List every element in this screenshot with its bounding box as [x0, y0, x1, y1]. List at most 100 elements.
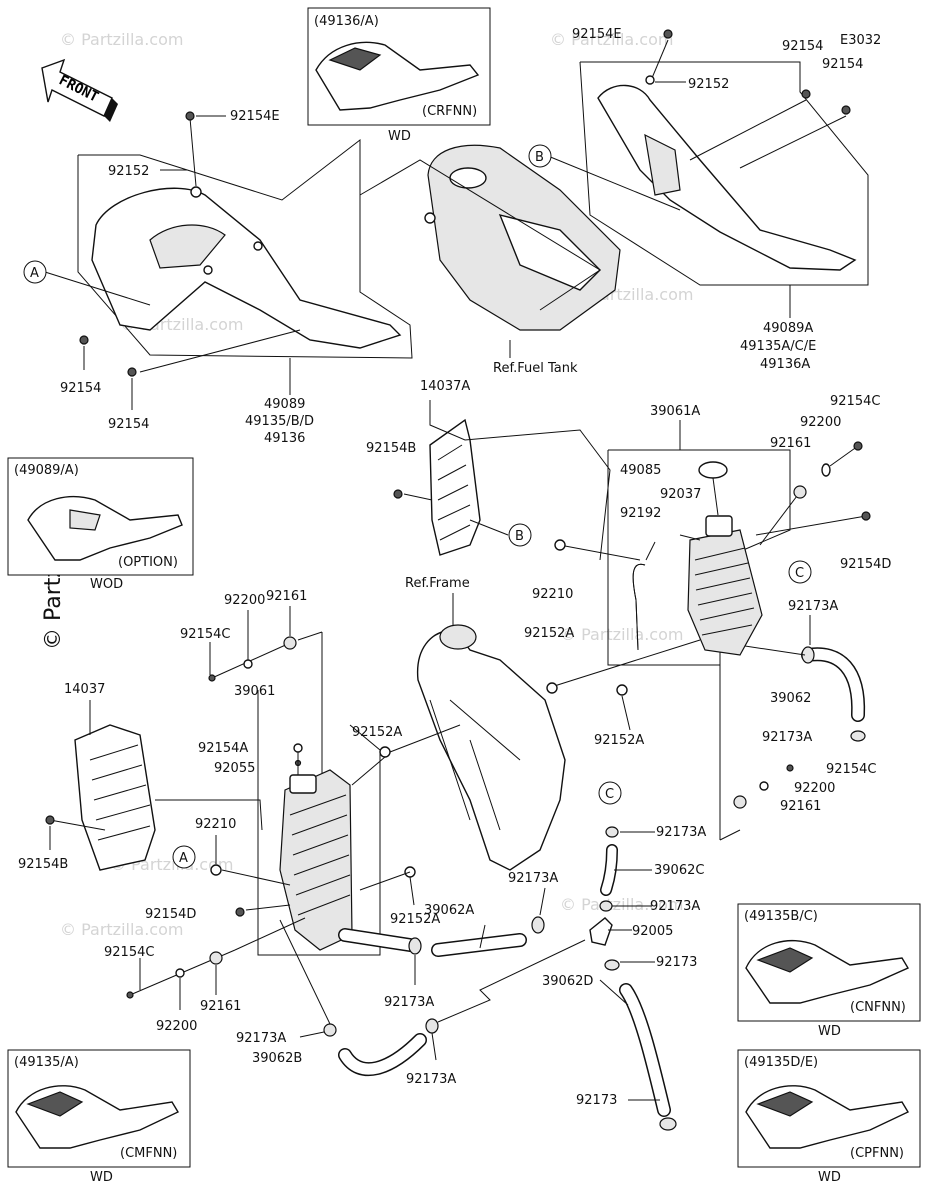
bolt-icon: [185, 111, 195, 121]
part-label: 49135A/C/E: [740, 339, 816, 354]
inset-code: (49135D/E): [744, 1055, 818, 1070]
front-arrow-icon: FRONT: [41, 58, 118, 122]
part-label: 92210: [195, 817, 236, 832]
inset-tag: WD: [90, 1170, 113, 1185]
right-shroud-group: [579, 29, 869, 318]
part-label: 92200: [794, 781, 835, 796]
part-label: 92200: [800, 415, 841, 430]
shroud-inner-panel: [149, 224, 226, 269]
left-radiator-group: 92200 92161 92154C: [180, 589, 381, 956]
fuel-tank-group: [359, 144, 681, 358]
part-label: 92005: [632, 924, 673, 939]
inset-tag: WOD: [90, 577, 123, 592]
part-label: 92154C: [826, 762, 876, 777]
part-label: 92152A: [390, 912, 440, 927]
part-label: 92210: [532, 587, 573, 602]
part-label: 49089A: [763, 321, 813, 336]
grommet: [203, 265, 213, 275]
inset-tag: WD: [388, 129, 411, 144]
part-label: 92154C: [180, 627, 230, 642]
callout-circle: [172, 845, 196, 869]
callout-circle: [528, 144, 552, 168]
part-label: 92154: [822, 57, 863, 72]
part-label: 92161: [200, 999, 241, 1014]
callout-circle: [788, 560, 812, 584]
watermark: © Partzilla.com: [550, 30, 673, 49]
callout-letter: B: [535, 150, 544, 165]
inset-code: (49089/A): [14, 463, 79, 478]
part-label: 92173A: [762, 730, 812, 745]
part-label: 92161: [770, 436, 811, 451]
inset-variant: (OPTION): [118, 555, 178, 570]
part-label: 92161: [780, 799, 821, 814]
part-label: 49136A: [760, 357, 810, 372]
inset-49135a: [7, 1049, 191, 1168]
center-hoses-group: [589, 781, 677, 1131]
part-label: 49089: [264, 397, 305, 412]
part-label: 92152A: [524, 626, 574, 641]
inset-49136a: [307, 7, 491, 126]
inset-49135de: [737, 1049, 921, 1168]
part-label: 92154A: [198, 741, 248, 756]
part-label: 92173A: [508, 871, 558, 886]
part-label: 39062: [770, 691, 811, 706]
part-label: 39062D: [542, 974, 593, 989]
left-radiator-guard: [45, 700, 263, 871]
left-hoses-group: [126, 887, 586, 1077]
callout-circle: [23, 260, 47, 284]
bolt-icon: [393, 489, 403, 499]
hose-joint: [589, 917, 613, 946]
part-label: 92152: [108, 164, 149, 179]
left-radiator: [279, 769, 353, 951]
part-label: 92152A: [352, 725, 402, 740]
callout-circle: [508, 523, 532, 547]
callout-letter: A: [30, 266, 39, 281]
part-label: 14037: [64, 682, 105, 697]
watermark: © Partzilla.com: [560, 625, 683, 644]
left-radiator-shroud: [91, 187, 402, 349]
right-radiator-shroud: [597, 84, 857, 271]
right-radiator-guard: [393, 400, 611, 561]
bolt-icon: [841, 105, 851, 115]
fuel-cap: [449, 167, 487, 189]
left-shroud-group: [44, 111, 413, 410]
part-label: 92154E: [572, 27, 622, 42]
bolt-icon: [801, 89, 811, 99]
reference-label: Ref.Fuel Tank: [493, 361, 578, 376]
bolt-icon: [79, 335, 89, 345]
part-label: 49136: [264, 431, 305, 446]
inset-code: (49136/A): [314, 14, 379, 29]
part-label: 14037A: [420, 379, 470, 394]
part-label: 39062A: [424, 903, 474, 918]
part-label: 92055: [214, 761, 255, 776]
part-label: 92192: [620, 506, 661, 521]
part-label: 92154D: [145, 907, 196, 922]
callout-letter: C: [605, 787, 614, 802]
frame: [416, 629, 566, 871]
bolt-icon: [127, 367, 137, 377]
part-label: 39061A: [650, 404, 700, 419]
watermark: © Partzilla.com: [60, 920, 183, 939]
inset-tag: WD: [818, 1024, 841, 1039]
part-label: 92154C: [104, 945, 154, 960]
part-label: 92154B: [366, 441, 416, 456]
radiator-cap: [698, 461, 728, 479]
callout-letter: B: [515, 529, 524, 544]
part-label: 92173: [576, 1093, 617, 1108]
part-label: 92173A: [788, 599, 838, 614]
inset-code: (49135/A): [14, 1055, 79, 1070]
reference-label: Ref.Frame: [405, 576, 470, 591]
inset-49135bc: [737, 903, 921, 1022]
part-label: 92152: [688, 77, 729, 92]
watermark: © Partzilla.com: [60, 30, 183, 49]
part-label: 92152A: [594, 733, 644, 748]
part-label: 92173A: [650, 899, 700, 914]
part-label: 92173A: [406, 1072, 456, 1087]
part-label: 92154: [108, 417, 149, 432]
diagram-code: E3032: [840, 33, 881, 48]
part-label: 49135/B/D: [245, 414, 314, 429]
part-label: 92154: [60, 381, 101, 396]
inset-variant: (CPFNN): [850, 1146, 904, 1161]
watermark: © Partzilla.com: [560, 895, 683, 914]
